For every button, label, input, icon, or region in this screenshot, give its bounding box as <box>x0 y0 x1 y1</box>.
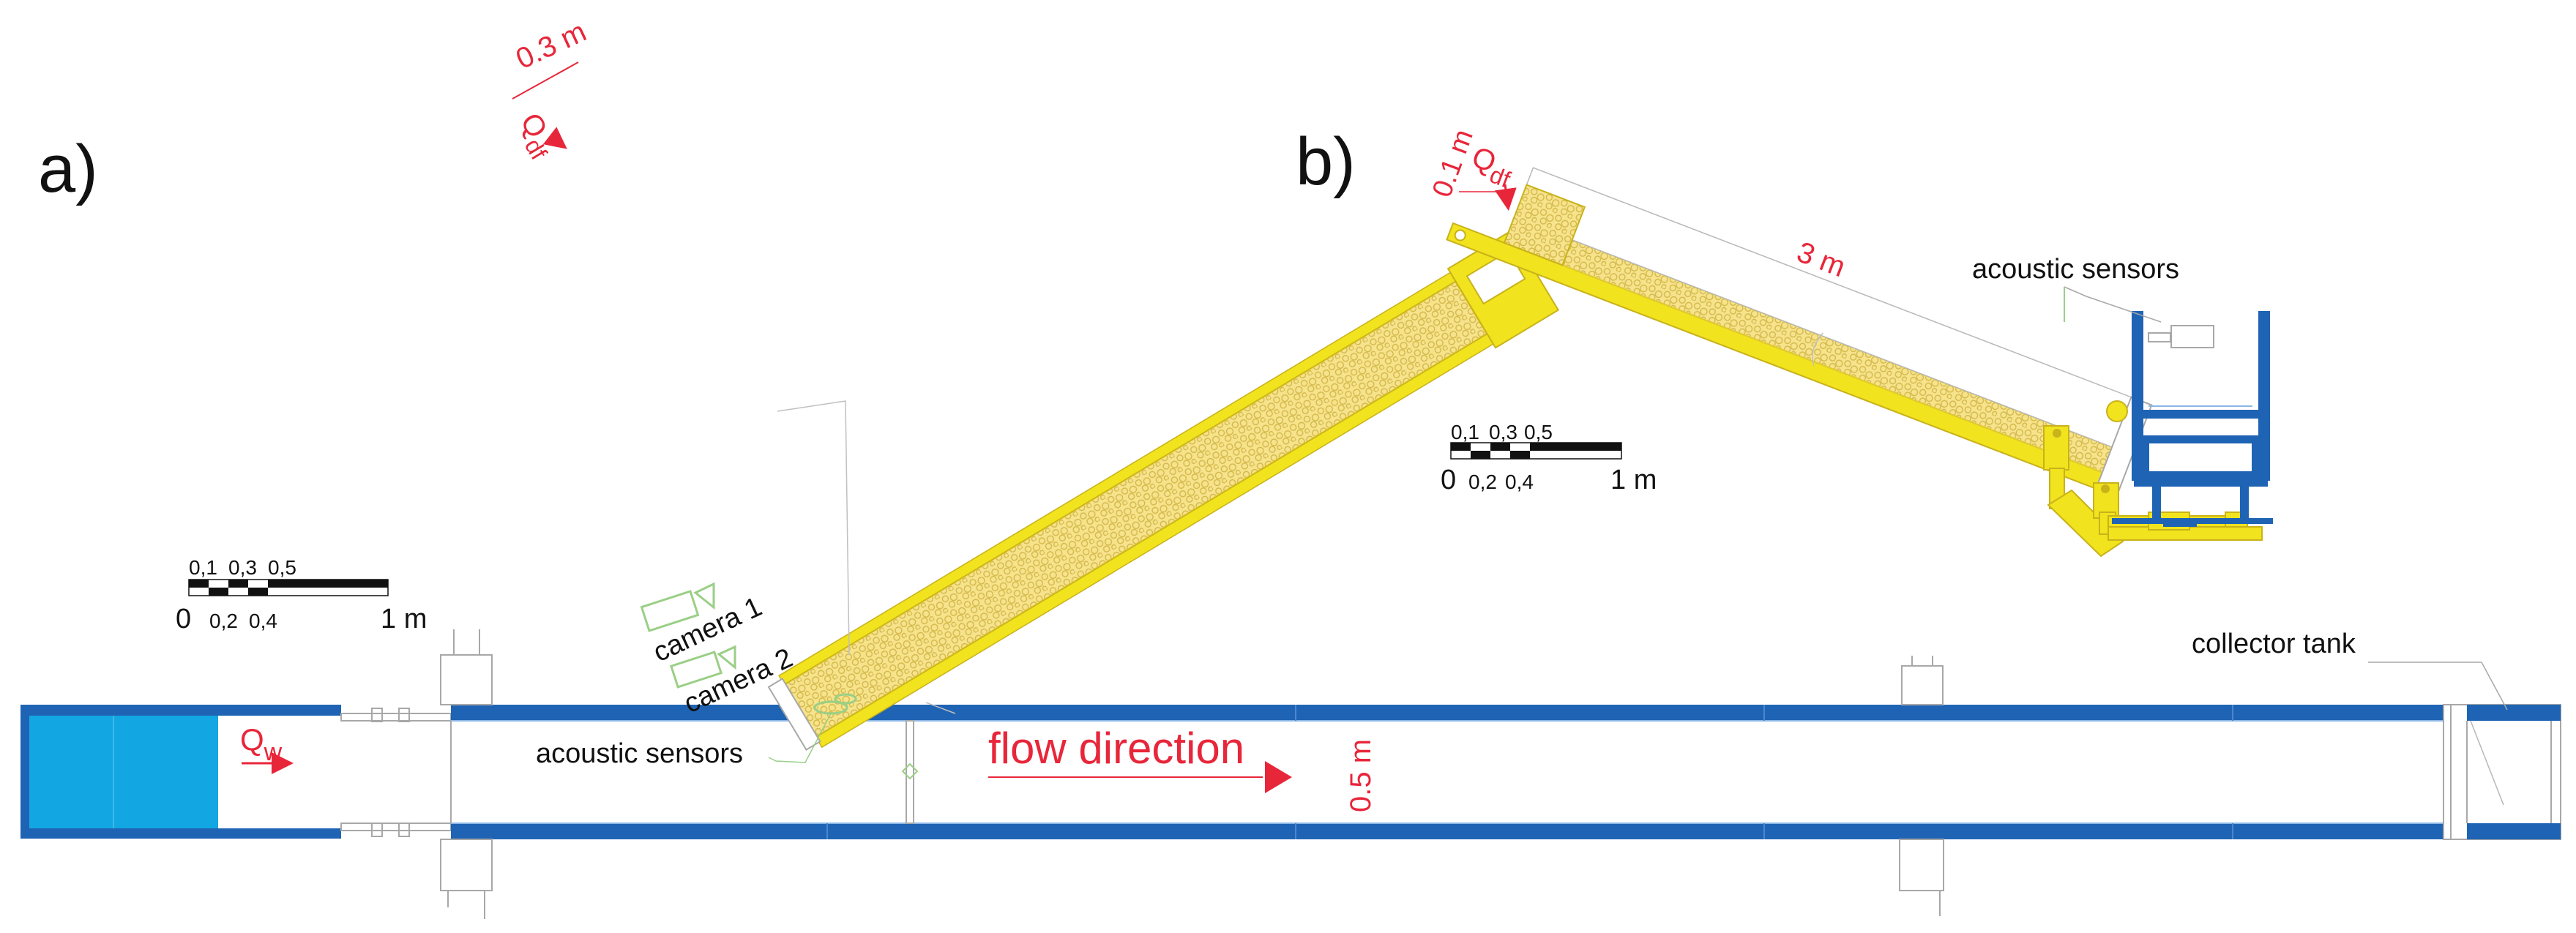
panel-b-label: b) <box>1296 124 1356 199</box>
acoustic-sensors-a-label: acoustic sensors <box>536 738 743 769</box>
scale-a-tick-top-3: 0,5 <box>268 556 296 579</box>
flow-direction-arrowhead <box>1265 761 1292 793</box>
chute-b-hopper <box>1503 184 1586 266</box>
camera-2-icon <box>669 645 736 689</box>
water-reservoir-inner <box>29 716 218 828</box>
scale-a-end-label: 1 m <box>381 604 427 634</box>
panel-a-label: a) <box>38 132 98 206</box>
main-flume <box>20 629 2561 919</box>
flume-wall-bottom <box>451 823 2444 839</box>
scale-bar-b: 0,1 0,3 0,5 0 0,2 0,4 1 m <box>1441 421 1657 495</box>
scale-a-tick-bottom-1: 0 <box>176 604 191 634</box>
scale-a-tick-top-1: 0,1 <box>189 556 217 579</box>
scale-b-tick-top-3: 0,5 <box>1524 421 1553 443</box>
collector-tank-label: collector tank <box>2192 629 2356 659</box>
scale-b-tick-top-2: 0,3 <box>1489 421 1517 443</box>
flow-direction-label: flow direction <box>988 724 1244 773</box>
scale-a-tick-bottom-2: 0,2 <box>209 610 238 632</box>
collector-box-b <box>2106 311 2273 527</box>
scale-a-tick-top-2: 0,3 <box>228 556 257 579</box>
scale-b-tick-top-1: 0,1 <box>1451 421 1479 443</box>
debris-flow-a-label: Qdf <box>508 108 564 164</box>
scale-a-tick-bottom-3: 0,4 <box>249 610 277 632</box>
scale-bar-a: 0,1 0,3 0,5 0 0,2 0,4 1 m <box>176 556 427 634</box>
scale-b-tick-bottom-1: 0 <box>1441 465 1456 495</box>
chute-a-width-label: 0.3 m <box>511 15 591 75</box>
panel-b: b) <box>1296 124 2273 558</box>
acoustic-sensors-b-label: acoustic sensors <box>1972 254 2179 285</box>
chute-a <box>767 230 1560 751</box>
collector-tank <box>2443 704 2561 840</box>
scale-b-tick-bottom-3: 0,4 <box>1505 471 1534 493</box>
chute-a-bed <box>783 280 1489 739</box>
camera-1-icon <box>640 582 715 632</box>
scale-b-end-label: 1 m <box>1610 465 1657 495</box>
scale-b-tick-bottom-2: 0,2 <box>1468 471 1497 493</box>
flume-width-label: 0.5 m <box>1345 739 1377 812</box>
flume-wall-top <box>451 705 2444 721</box>
